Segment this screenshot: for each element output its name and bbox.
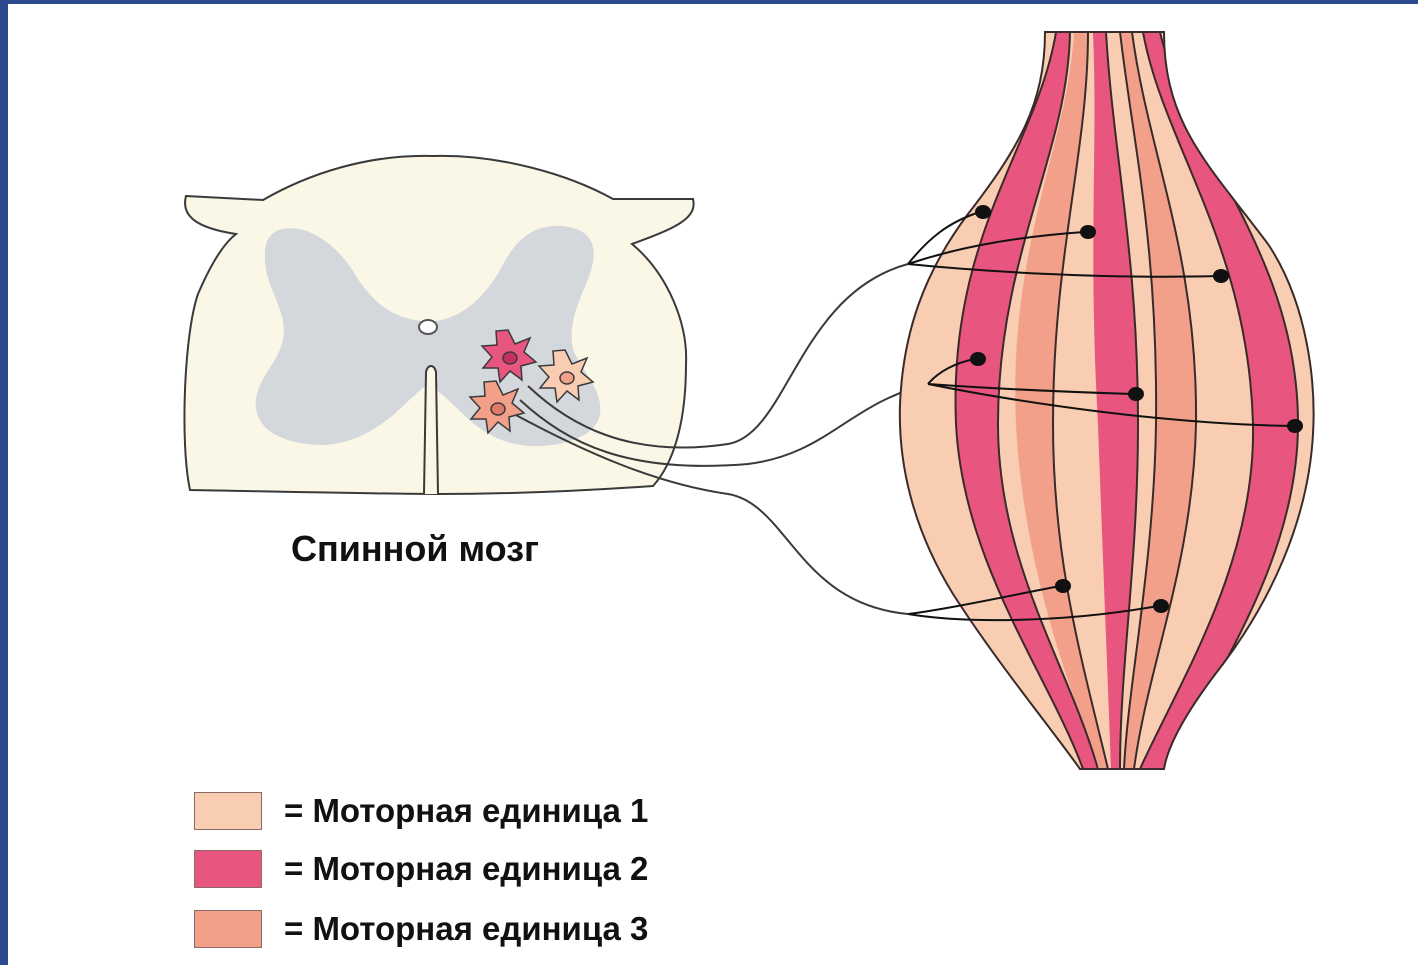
legend-label-motor-unit-3: = Моторная единица 3 xyxy=(284,910,648,948)
central-canal xyxy=(419,320,437,334)
muscle xyxy=(888,24,1328,784)
legend-swatch-motor-unit-3 xyxy=(194,910,262,948)
slide: Спинной мозг = Моторная единица 1 = Мото… xyxy=(8,4,1418,965)
legend-swatch-motor-unit-2 xyxy=(194,850,262,888)
median-fissure xyxy=(424,366,438,494)
spinal-cord xyxy=(184,156,693,494)
legend-label-motor-unit-1: = Моторная единица 1 xyxy=(284,792,648,830)
legend-swatch-motor-unit-1 xyxy=(194,792,262,830)
spinal-cord-caption: Спинной мозг xyxy=(291,528,539,570)
legend-label-motor-unit-2: = Моторная единица 2 xyxy=(284,850,648,888)
